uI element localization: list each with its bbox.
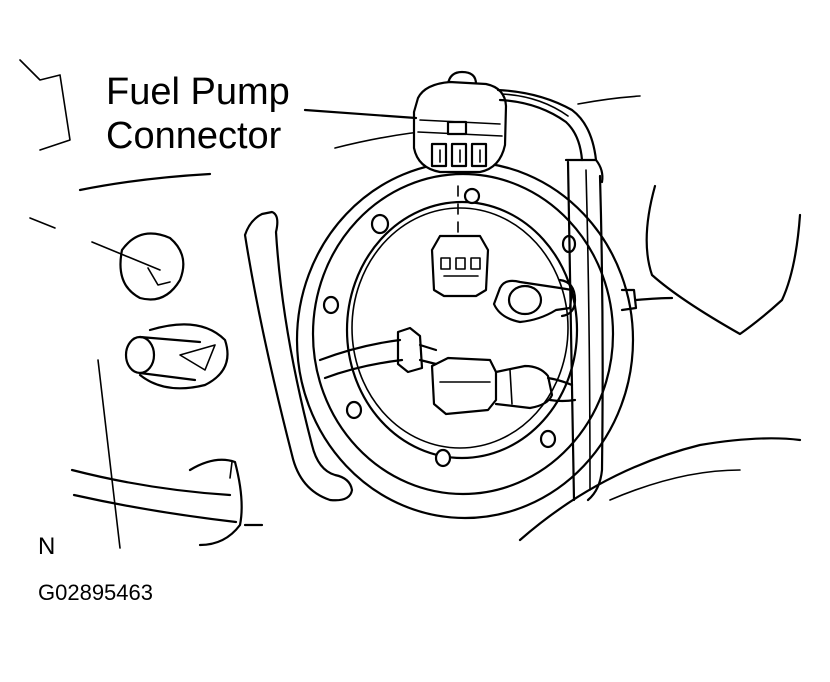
lower-harness [318, 326, 577, 416]
callout-leader-line [303, 108, 418, 120]
body-panel [19, 59, 641, 549]
lower-hose [188, 458, 243, 547]
outlet-fitting [492, 278, 577, 324]
left-grommet [91, 232, 229, 390]
callout-label-line1: Fuel Pump [106, 71, 290, 113]
fuel-pump-connector-drawing [412, 70, 508, 174]
view-code-label: N [38, 533, 56, 560]
right-body-panel [518, 184, 802, 542]
pump-flange [295, 160, 635, 520]
figure-id-label: G02895463 [38, 580, 153, 605]
flange-bolts [322, 187, 577, 468]
pump-socket [430, 234, 490, 298]
vertical-hose [243, 210, 354, 502]
connector-wire-harness [496, 88, 604, 502]
callout-label-line2: Connector [106, 115, 282, 157]
